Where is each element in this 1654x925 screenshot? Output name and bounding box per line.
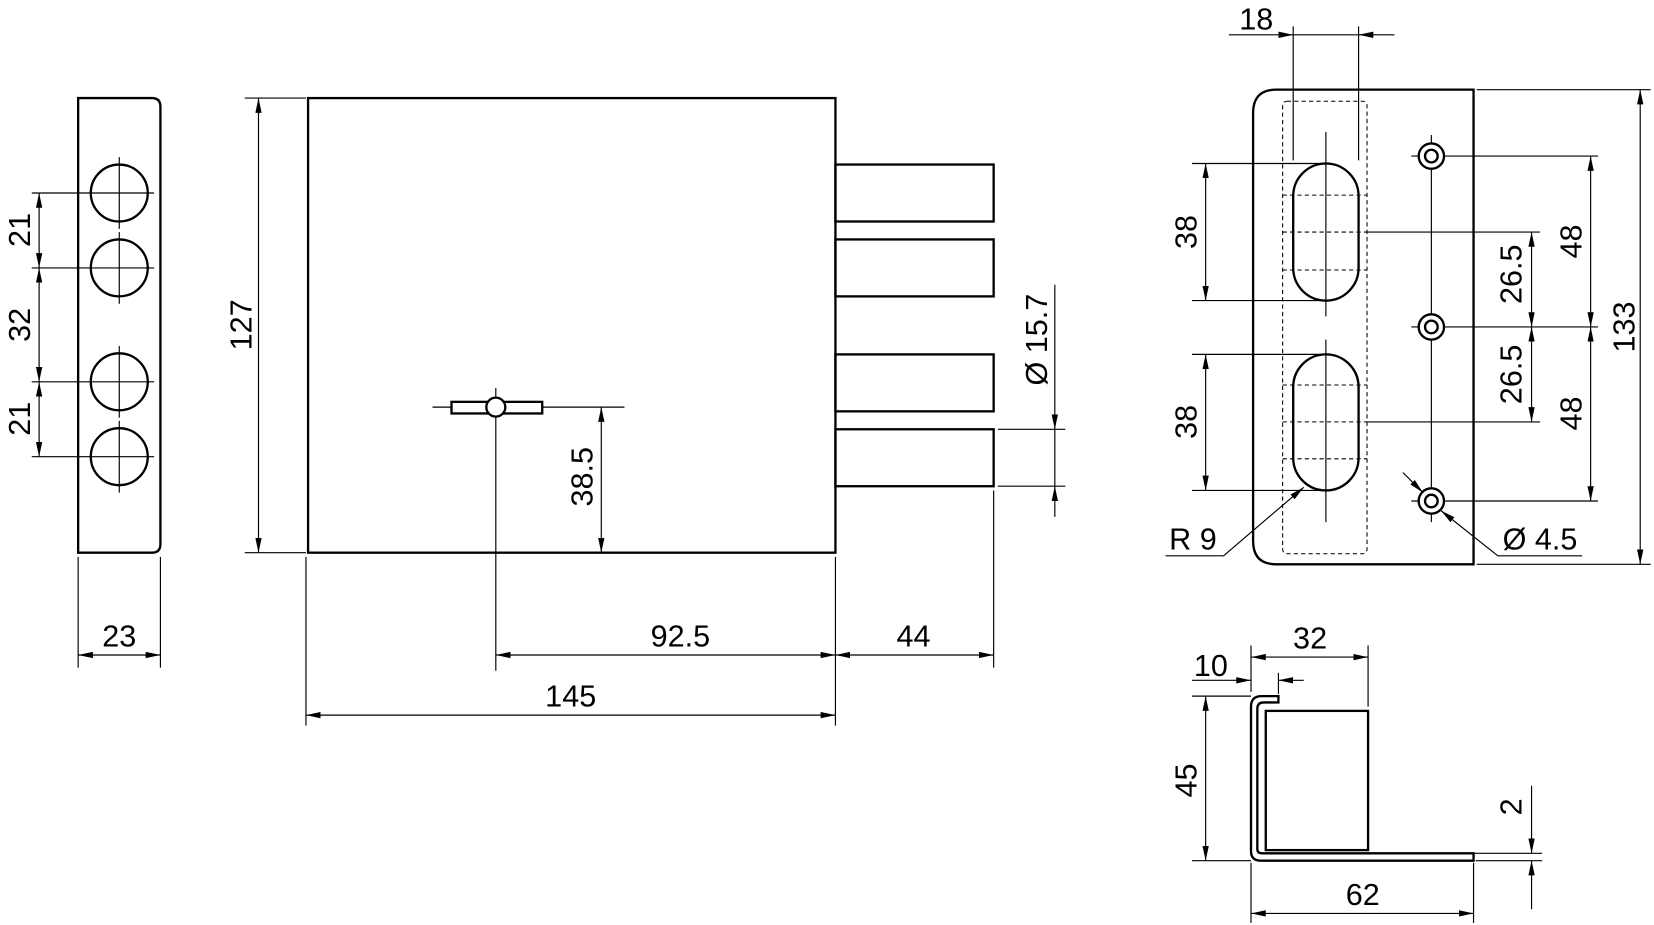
dimension-label: 133	[1607, 301, 1641, 352]
leader-line	[1165, 486, 1305, 557]
bolt	[834, 238, 995, 298]
screw-hole-countersink	[1417, 313, 1446, 341]
dimension-label: 38	[1170, 405, 1204, 439]
dimension-label: 21	[3, 213, 37, 247]
screw-hole-countersink	[1417, 142, 1446, 170]
dimension-label: 48	[1555, 225, 1589, 259]
dimension-label: 48	[1555, 396, 1589, 430]
screw-hole	[1423, 319, 1439, 335]
bolt	[834, 428, 995, 488]
bolt	[834, 353, 995, 413]
dimension-label: 26.5	[1495, 244, 1529, 304]
dimension-label: 127	[225, 299, 259, 350]
profile-view: 32 10 45 2 62	[1170, 622, 1543, 923]
dimension-label: 2	[1495, 798, 1529, 815]
screw-hole	[1423, 493, 1439, 509]
dimension-label: 18	[1239, 3, 1273, 37]
dimension-label: 23	[102, 620, 136, 654]
strike-plate-outline	[1251, 88, 1475, 566]
leader-line	[1402, 472, 1424, 493]
dimension-label: 21	[3, 402, 37, 436]
dimension-label: 92.5	[651, 620, 711, 654]
dimension-label: 44	[896, 620, 930, 654]
keyhole-circle	[485, 396, 507, 418]
dimension-label: Ø 15.7	[1020, 294, 1054, 386]
bolt	[834, 163, 995, 223]
lock-body	[306, 96, 837, 554]
dimension-label: 38.5	[565, 447, 599, 507]
screw-hole	[1423, 148, 1439, 164]
dimension-label: 145	[545, 680, 596, 714]
strike-box	[1264, 709, 1370, 852]
dimension-label: 38	[1170, 215, 1204, 249]
dimension-label: Ø 4.5	[1503, 523, 1578, 557]
end-view: 21 32 21 23	[3, 96, 162, 668]
side-view: 127 38.5 92.5 44 145 Ø 15.7	[225, 96, 1066, 726]
dimension-label: 26.5	[1495, 345, 1529, 405]
strike-plate-view: 18 38 38 26.5 26.5 48 48	[1165, 3, 1651, 566]
leader-line	[1440, 510, 1583, 557]
end-plate-outline	[76, 96, 162, 554]
dimension-label: 32	[1293, 622, 1327, 656]
hidden-pocket-outline	[1282, 100, 1368, 555]
dimension-label: 62	[1346, 878, 1380, 912]
dimension-label: 10	[1194, 649, 1228, 683]
dimension-label: 32	[3, 308, 37, 342]
strike-plate-profile	[1249, 694, 1475, 862]
screw-hole-countersink	[1417, 487, 1446, 515]
dimension-label: R 9	[1169, 523, 1217, 557]
dimension-label: 45	[1170, 763, 1204, 797]
